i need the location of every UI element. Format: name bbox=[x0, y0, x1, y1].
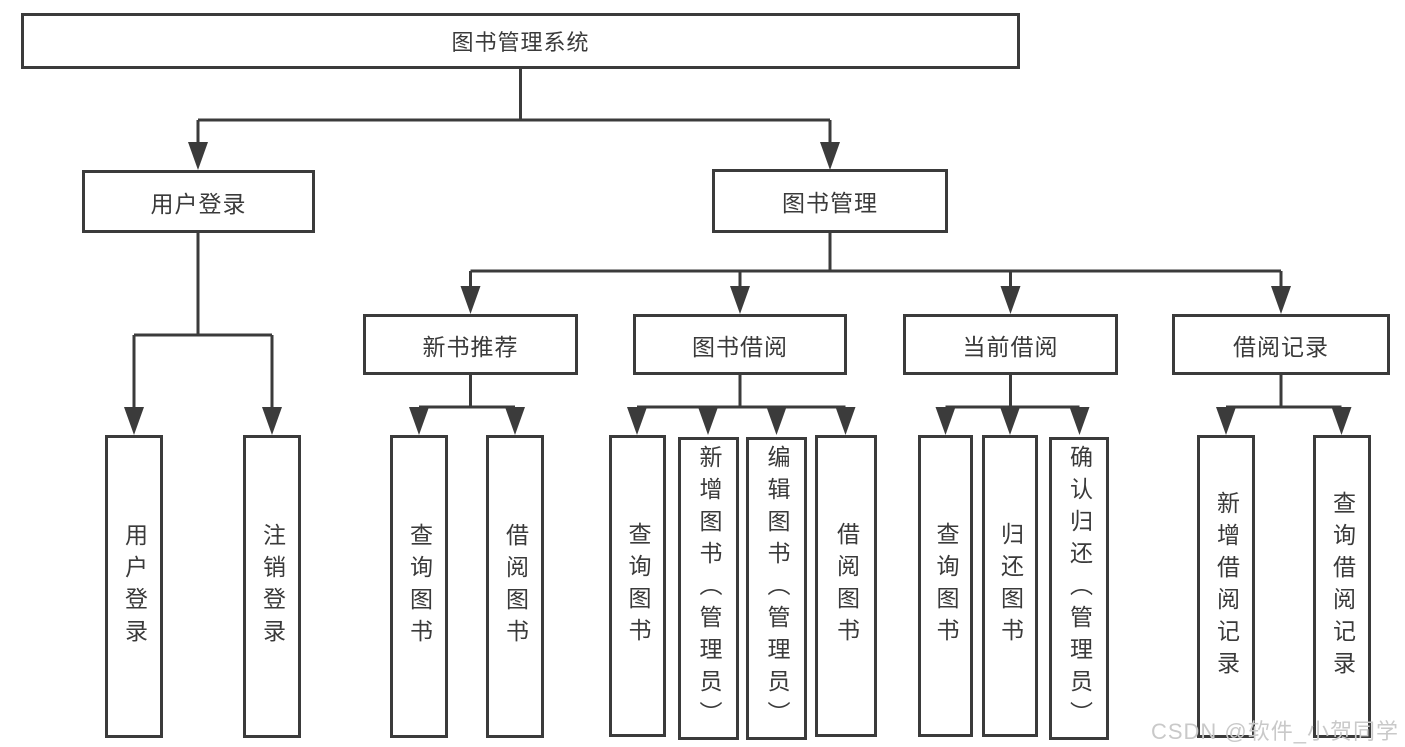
node-confirm-return-admin: 确认归还（管理员） bbox=[1049, 437, 1109, 740]
node-book-borrowing: 图书借阅 bbox=[633, 314, 847, 375]
node-search-books-current: 查询图书 bbox=[918, 435, 973, 737]
node-user-login: 用户登录 bbox=[82, 170, 315, 233]
node-search-books-recommend: 查询图书 bbox=[390, 435, 448, 738]
node-new-book-recommendation: 新书推荐 bbox=[363, 314, 578, 375]
node-current-borrowing: 当前借阅 bbox=[903, 314, 1118, 375]
watermark: CSDN @软件_小贺同学 bbox=[1150, 719, 1399, 744]
node-label: 图书管理系统 bbox=[451, 30, 590, 55]
node-label: 查询图书 bbox=[625, 522, 651, 650]
node-label: 查询借阅记录 bbox=[1329, 490, 1356, 683]
node-book-management: 图书管理 bbox=[712, 169, 948, 233]
node-add-borrow-record: 新增借阅记录 bbox=[1197, 435, 1255, 738]
node-search-books-borrowing: 查询图书 bbox=[609, 435, 666, 737]
node-label: 用户登录 bbox=[121, 522, 148, 651]
node-library-management-system: 图书管理系统 bbox=[21, 13, 1020, 69]
node-label: 归还图书 bbox=[997, 522, 1024, 650]
node-label: 借阅图书 bbox=[502, 522, 529, 651]
node-search-borrow-record: 查询借阅记录 bbox=[1313, 435, 1371, 738]
node-label: 借阅记录 bbox=[1233, 333, 1329, 360]
node-label: 借阅图书 bbox=[833, 522, 860, 650]
node-borrowing-records: 借阅记录 bbox=[1172, 314, 1390, 375]
node-label: 编辑图书（管理员） bbox=[764, 444, 790, 733]
arrowhead-icons bbox=[124, 142, 1352, 435]
node-label: 确认归还（管理员） bbox=[1066, 444, 1093, 733]
node-label: 查询图书 bbox=[406, 522, 433, 651]
node-borrow-books-recommend: 借阅图书 bbox=[486, 435, 544, 738]
node-label: 图书管理 bbox=[782, 190, 878, 216]
node-edit-books-admin: 编辑图书（管理员） bbox=[746, 437, 807, 740]
node-borrow-books-borrowing: 借阅图书 bbox=[815, 435, 877, 737]
node-logout: 注销登录 bbox=[243, 435, 301, 738]
node-label: 新增图书（管理员） bbox=[696, 444, 722, 733]
node-label: 当前借阅 bbox=[962, 333, 1059, 360]
node-label: 查询图书 bbox=[933, 522, 959, 650]
node-label: 注销登录 bbox=[259, 522, 286, 651]
node-label: 新增借阅记录 bbox=[1213, 490, 1240, 683]
node-user-login-leaf: 用户登录 bbox=[105, 435, 163, 738]
node-label: 图书借阅 bbox=[692, 333, 788, 360]
node-return-books: 归还图书 bbox=[982, 435, 1038, 737]
node-label: 新书推荐 bbox=[422, 333, 519, 360]
node-label: 用户登录 bbox=[150, 190, 247, 217]
node-add-books-admin: 新增图书（管理员） bbox=[678, 437, 739, 740]
